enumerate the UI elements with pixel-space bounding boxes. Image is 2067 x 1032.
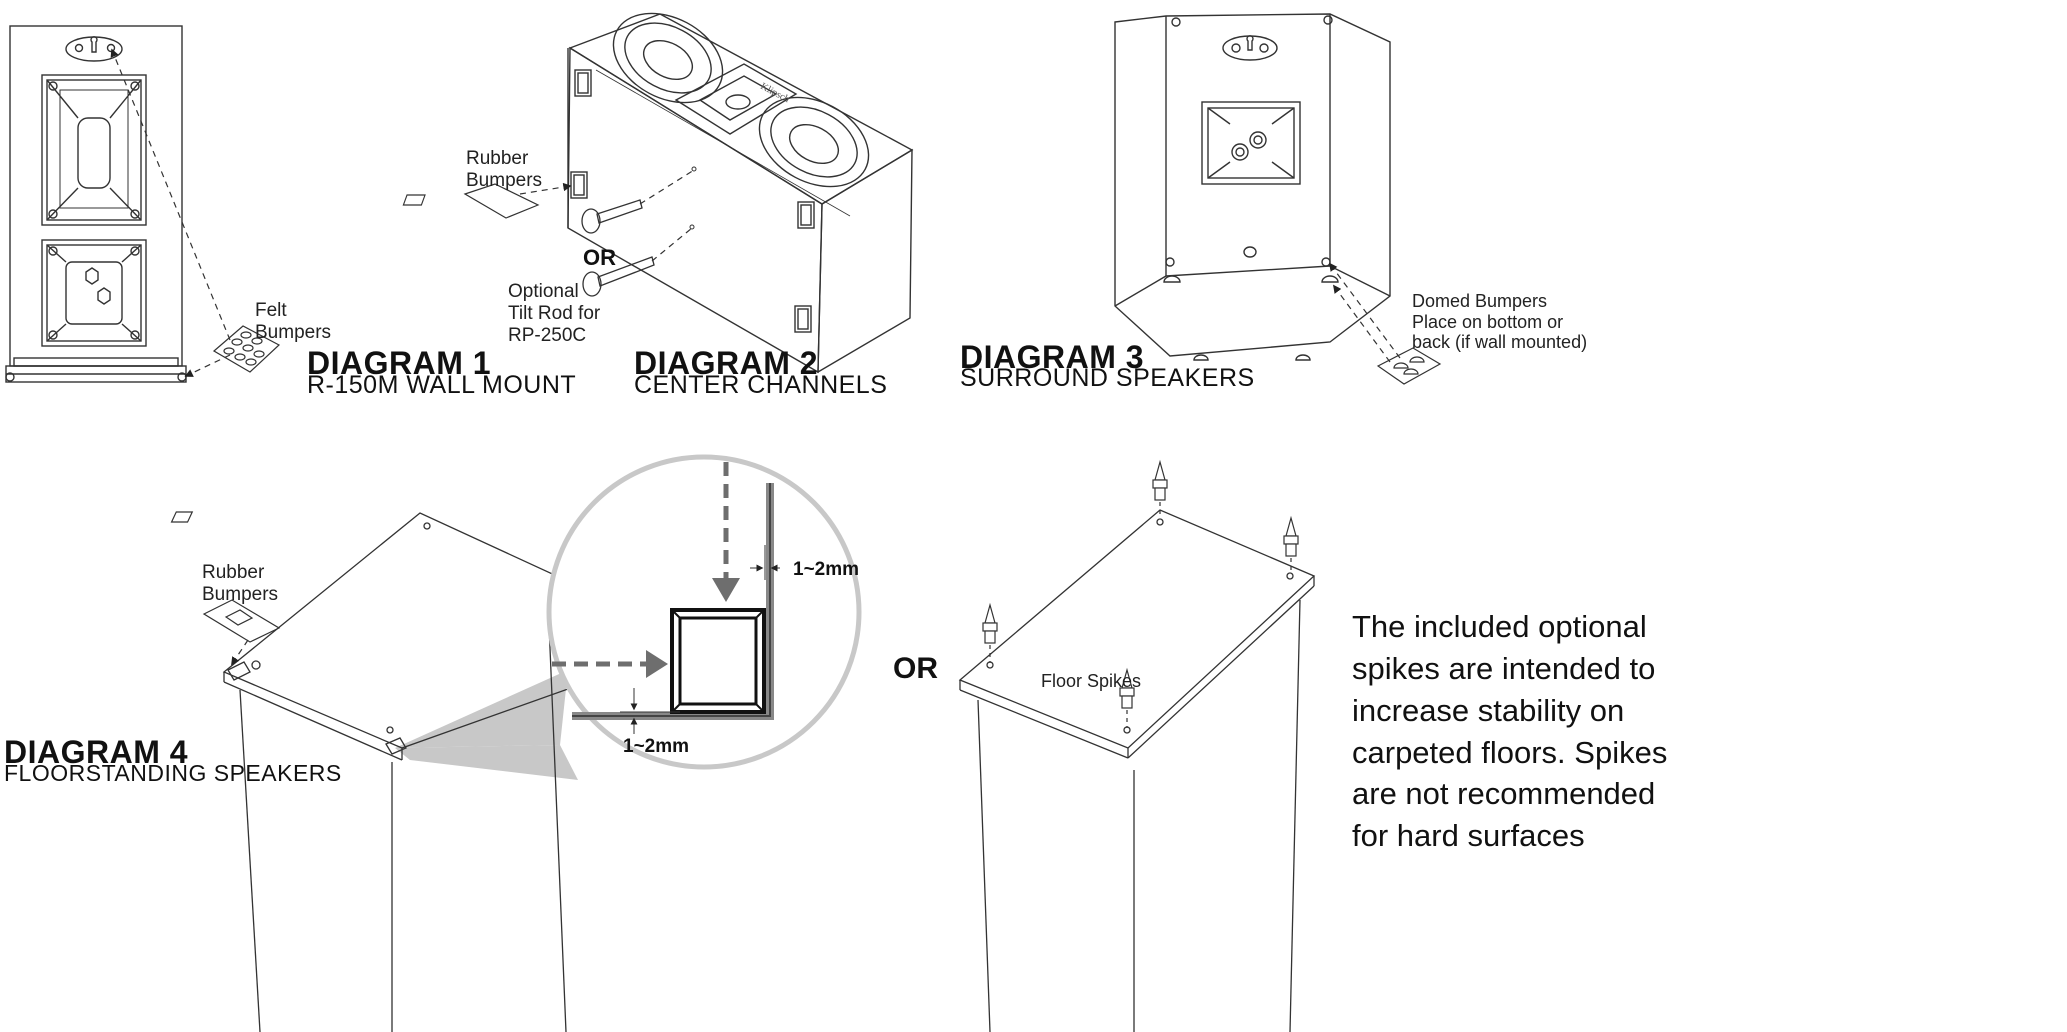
- diagram3-domed-sheet: [1376, 347, 1442, 385]
- diagram2-tilt-rods: [581, 199, 655, 297]
- felt-label-line1: Felt: [255, 300, 287, 321]
- tilt-rod-label: Optional Tilt Rod for RP-250C: [508, 281, 600, 347]
- note-line-1: The included optional: [1352, 609, 1647, 644]
- diagram4-rubber-sheet: [202, 599, 281, 643]
- diagram2-rubber-sheet: [402, 183, 540, 219]
- tilt-rod-line2: Tilt Rod for: [508, 302, 601, 324]
- woofer-frame-top: [41, 74, 147, 226]
- diagram3-leaders: [1328, 262, 1401, 363]
- diagram1-speaker: [5, 25, 187, 383]
- diagram3-speaker: [1114, 13, 1391, 361]
- tilt-rod-line3: RP-250C: [508, 324, 587, 346]
- diagram4-heading: DIAGRAM 4: [4, 734, 189, 770]
- diagram2-or-label: OR: [583, 245, 616, 270]
- diagram4-or-label: OR: [893, 652, 938, 685]
- diagram2-subtitle: CENTER CHANNELS: [634, 371, 888, 399]
- center-rubber-line2: Bumpers: [466, 169, 543, 191]
- floor-rubber-bumpers-label: Rubber Bumpers: [202, 562, 278, 606]
- terminal-cup: [1201, 101, 1301, 185]
- woofer-right: [758, 96, 870, 188]
- center-rubber-bumpers-label: Rubber Bumpers: [466, 148, 542, 192]
- diagram1-leaders: [110, 48, 231, 377]
- diagram2-heading: DIAGRAM 2: [634, 345, 819, 381]
- domed-line2: Place on bottom or: [1412, 311, 1564, 332]
- note-line-5: are not recommended: [1352, 776, 1656, 812]
- note-line-3: increase stability on: [1352, 692, 1625, 728]
- domed-line1: Domed Bumpers: [1412, 291, 1548, 311]
- floor-rubber-line2: Bumpers: [202, 583, 279, 605]
- spikes-note: The included optional spikes are intende…: [1352, 606, 1667, 857]
- domed-bumpers-label: Domed Bumpers Place on bottom or back (i…: [1412, 291, 1587, 353]
- floor-spikes-label: Floor Spikes: [1041, 671, 1142, 691]
- tilt-rod-line1: Optional: [508, 281, 579, 302]
- diagram3-heading: DIAGRAM 3: [960, 339, 1145, 375]
- diagram1-subtitle: R-150M WALL MOUNT: [307, 371, 577, 399]
- tweeter-horn: [674, 63, 798, 135]
- diagram4-subtitle: FLOORSTANDING SPEAKERS: [4, 760, 342, 786]
- floor-spikes: [982, 459, 1299, 728]
- diagram1-felt-bumper-sheet: [212, 325, 281, 373]
- diagram3-subtitle: SURROUND SPEAKERS: [960, 364, 1255, 392]
- zoom-content: [552, 462, 780, 734]
- diagram2-leaders: [519, 169, 695, 262]
- diagram4-spikes-speaker: [958, 509, 1316, 1032]
- center-rubber-line1: Rubber: [466, 148, 529, 169]
- diagram2-speaker: [567, 12, 914, 374]
- gap-bottom-label: 1~2mm: [623, 736, 690, 757]
- woofer-frame-bottom: [41, 239, 147, 347]
- diagram1-heading: DIAGRAM 1: [307, 345, 492, 381]
- woofer-left: [612, 12, 724, 104]
- felt-label-line2: Bumpers: [255, 321, 332, 343]
- callout-wedge: [395, 670, 568, 748]
- note-line-4: carpeted floors. Spikes: [1352, 734, 1668, 770]
- gap-right-label: 1~2mm: [793, 559, 860, 580]
- note-line-6: for hard surfaces: [1352, 818, 1585, 854]
- keyhole-plate: [65, 36, 123, 62]
- note-line-2: spikes are intended to: [1352, 650, 1656, 686]
- felt-bumpers-label: Felt Bumpers: [255, 300, 331, 344]
- domed-line3: back (if wall mounted): [1412, 332, 1588, 353]
- floor-rubber-line1: Rubber: [202, 562, 265, 583]
